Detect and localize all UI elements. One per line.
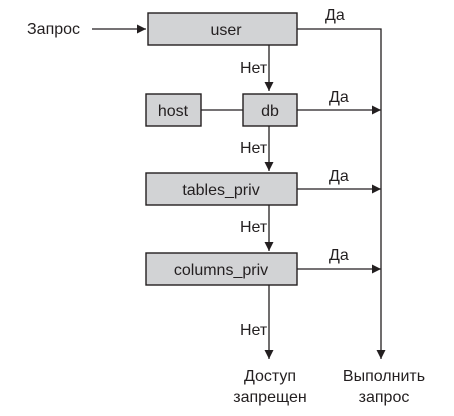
columns-priv-no-label: Нет (240, 322, 268, 339)
node-columns-priv: columns_priv (145, 252, 298, 286)
node-columns-priv-label: columns_priv (174, 262, 268, 279)
tables-priv-yes-label: Да (329, 168, 349, 185)
outcome-denied-line2: запрещен (233, 389, 306, 406)
user-yes-label: Да (325, 7, 345, 24)
outcome-execute-line1: Выполнить (343, 368, 425, 385)
node-db-label: db (261, 103, 279, 120)
columns-priv-yes-label: Да (329, 247, 349, 264)
node-tables-priv-label: tables_priv (182, 182, 259, 199)
node-user-label: user (210, 22, 242, 39)
request-input-label: Запрос (27, 21, 80, 38)
db-no-label: Нет (240, 140, 268, 157)
node-tables-priv: tables_priv (145, 172, 298, 206)
tables-priv-no-label: Нет (240, 219, 268, 236)
db-yes-label: Да (329, 89, 349, 106)
outcome-execute-line2: запрос (359, 389, 410, 406)
outcome-denied-line1: Доступ (244, 368, 296, 385)
node-host-label: host (158, 103, 189, 120)
user-yes-path (297, 28, 386, 359)
node-db: db (242, 93, 298, 127)
user-no-label: Нет (240, 60, 268, 77)
node-user: user (147, 12, 298, 46)
node-host: host (145, 93, 202, 127)
